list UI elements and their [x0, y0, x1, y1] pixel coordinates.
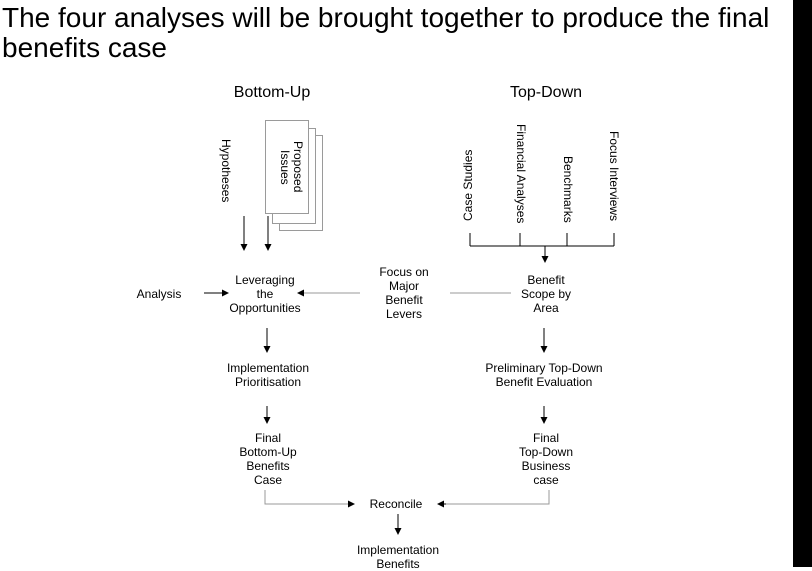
hypotheses-label: Hypotheses: [219, 139, 233, 203]
issues-card-front: [265, 120, 309, 214]
analysis-node: Analysis: [136, 287, 182, 301]
bottom-up-to-reconcile-line: [264, 490, 350, 505]
focus-interviews-label: Focus Interviews: [607, 130, 621, 222]
window-edge-bar: [793, 0, 812, 567]
implementation-prioritisation-node: Implementation Prioritisation: [226, 361, 310, 389]
benchmarks-label: Benchmarks: [561, 155, 575, 223]
financial-analyses-label: Financial Analyses: [514, 124, 528, 224]
final-bottom-up-node: Final Bottom-Up Benefits Case: [239, 431, 297, 487]
reconcile-node: Reconcile: [369, 497, 423, 511]
preliminary-top-down-node: Preliminary Top-Down Benefit Evaluation: [485, 361, 603, 389]
final-top-down-node: Final Top-Down Business case: [518, 431, 574, 487]
benefit-scope-node: Benefit Scope by Area: [520, 273, 572, 315]
bottom-up-heading: Bottom-Up: [233, 84, 311, 101]
slide-title: The four analyses will be brought togeth…: [2, 2, 770, 63]
top-down-heading: Top-Down: [509, 84, 583, 101]
focus-levers-node: Focus on Major Benefit Levers: [379, 265, 429, 321]
leveraging-node: Leveraging the Opportunities: [229, 273, 301, 315]
top-down-to-reconcile-line: [444, 490, 550, 505]
proposed-issues-label: Proposed Issues: [278, 141, 305, 193]
